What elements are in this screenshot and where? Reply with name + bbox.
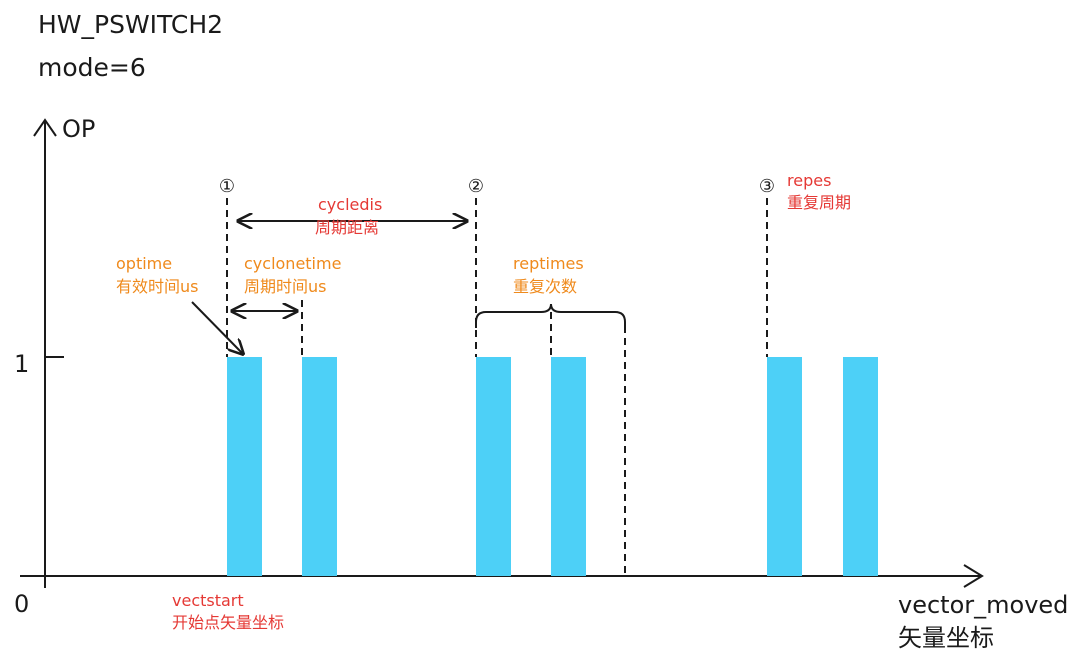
marker-2: ② xyxy=(468,176,484,197)
mode-label: mode=6 xyxy=(38,53,146,82)
repes-label: repes xyxy=(787,171,831,190)
pulse-5 xyxy=(767,357,802,576)
optime-label: optime xyxy=(116,254,172,273)
cyclonetime-label: cyclonetime xyxy=(244,254,341,273)
optime-pointer-arrow xyxy=(191,301,243,354)
vectstart-label: vectstart xyxy=(172,591,244,610)
pulse-3 xyxy=(476,357,511,576)
x-axis-label-cn: 矢量坐标 xyxy=(898,624,994,652)
pulse-1 xyxy=(227,357,262,576)
pulse-group xyxy=(227,357,878,576)
marker-1: ① xyxy=(219,176,235,197)
reptimes-label-cn: 重复次数 xyxy=(513,277,577,296)
reptimes-label: reptimes xyxy=(513,254,584,273)
reptimes-brace xyxy=(475,303,626,328)
optime-label-cn: 有效时间us xyxy=(116,277,198,296)
pulse-2 xyxy=(302,357,337,576)
marker-3: ③ xyxy=(759,176,775,197)
cyclonetime-label-cn: 周期时间us xyxy=(244,277,326,296)
vectstart-label-cn: 开始点矢量坐标 xyxy=(172,613,284,632)
guide-lines xyxy=(226,198,768,576)
y-axis-label: OP xyxy=(62,115,95,143)
y-tick-label: 1 xyxy=(14,350,29,378)
x-axis-label: vector_moved xyxy=(898,591,1068,619)
signal-name: HW_PSWITCH2 xyxy=(38,10,223,39)
x-axis-arrow-icon xyxy=(963,564,984,588)
cycledis-label: cycledis xyxy=(318,195,382,214)
pulse-6 xyxy=(843,357,878,576)
pulse-4 xyxy=(551,357,586,576)
origin-label: 0 xyxy=(14,590,29,618)
y-axis-arrow-icon xyxy=(33,118,57,137)
cycledis-label-cn: 周期距离 xyxy=(315,218,379,237)
repes-label-cn: 重复周期 xyxy=(787,193,851,212)
